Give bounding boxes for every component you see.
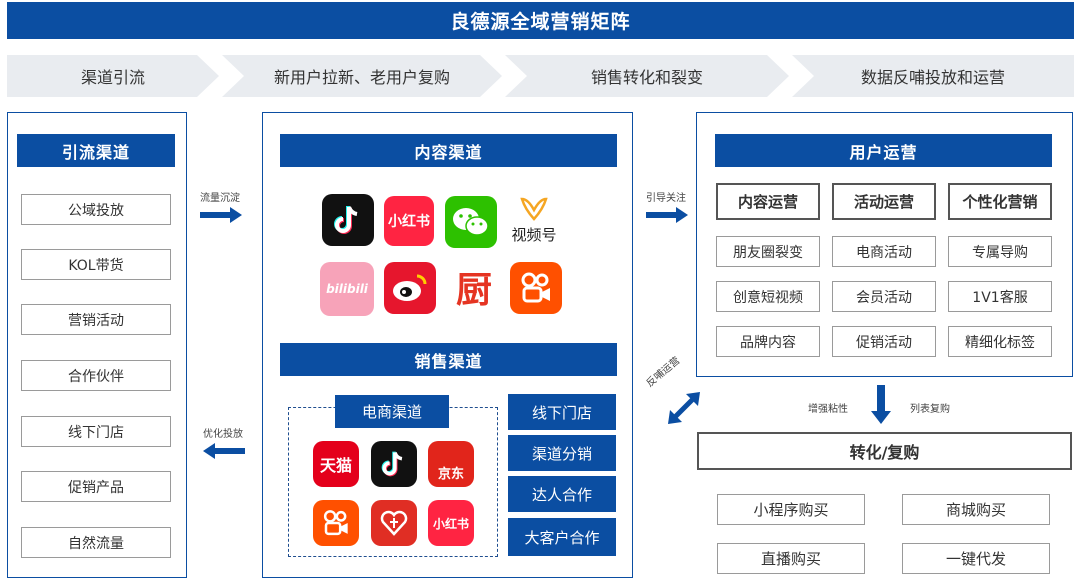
ops-item: 朋友圈裂变: [716, 236, 820, 267]
weibo-icon: [384, 262, 436, 314]
ops-item: 创意短视频: [716, 281, 820, 312]
traffic-item: 促销产品: [21, 471, 171, 502]
stage-channel-traffic: 渠道引流: [7, 55, 219, 97]
stage-user-acquisition: 新用户拉新、老用户复购: [222, 55, 502, 97]
sales-item: 大客户合作: [508, 518, 616, 556]
wechat-icon: [445, 196, 497, 248]
ops-item: 会员活动: [832, 281, 936, 312]
ops-column-title: 内容运营: [716, 183, 820, 220]
traffic-item: 线下门店: [21, 416, 171, 447]
guide-follow-label: 引导关注: [646, 193, 686, 204]
traffic-channel-header: 引流渠道: [17, 134, 175, 167]
xiaohongshu-icon: 小红书: [428, 500, 474, 546]
jd-icon: 京东: [428, 441, 474, 487]
user-ops-header: 用户运营: [715, 134, 1052, 167]
optimize-label: 优化投放: [203, 429, 243, 440]
ops-column-title: 个性化营销: [948, 183, 1052, 220]
flow-settle-label: 流量沉淀: [200, 193, 240, 204]
ecommerce-label: 电商渠道: [335, 395, 449, 428]
douyin-icon: [371, 441, 417, 487]
kuaishou-icon: [510, 262, 562, 314]
traffic-item: 合作伙伴: [21, 360, 171, 391]
ops-item: 精细化标签: [948, 326, 1052, 357]
xiaohongshu-icon: 小红书: [384, 196, 434, 246]
conversion-item: 一键代发: [902, 543, 1050, 574]
shipinhao-icon: 视频号: [505, 196, 563, 250]
arrow-down-icon: [871, 385, 891, 424]
sales-item: 渠道分销: [508, 435, 616, 471]
sales-item: 线下门店: [508, 394, 616, 430]
traffic-channel-panel: [7, 112, 187, 578]
conversion-item: 商城购买: [902, 494, 1050, 525]
ops-item: 电商活动: [832, 236, 936, 267]
stage-data-feedback: 数据反哺投放和运营: [792, 55, 1074, 97]
stage-sales-conversion: 销售转化和裂变: [505, 55, 789, 97]
traffic-item: 公域投放: [21, 194, 171, 225]
kuaishou-icon: [313, 500, 359, 546]
ops-item: 专属导购: [948, 236, 1052, 267]
feedback-label: 反哺运营: [644, 355, 683, 390]
pinduoduo-icon: [371, 500, 417, 546]
traffic-item: 营销活动: [21, 304, 171, 335]
ops-item: 1V1客服: [948, 281, 1052, 312]
tmall-icon: 天猫: [313, 441, 359, 487]
conversion-item: 直播购买: [717, 543, 865, 574]
traffic-item: 自然流量: [21, 527, 171, 558]
traffic-item: KOL带货: [21, 249, 171, 280]
xiachufang-icon: 厨: [455, 270, 492, 311]
enhance-label: 增强粘性: [808, 404, 848, 415]
arrow-left-icon: [203, 443, 245, 459]
bilibili-icon: bilibili: [320, 262, 374, 316]
ops-item: 品牌内容: [716, 326, 820, 357]
content-channel-header: 内容渠道: [280, 134, 617, 167]
arrow-right-icon: [646, 207, 688, 223]
shipinhao-label: 视频号: [511, 226, 557, 244]
main-title: 良德源全域营销矩阵: [7, 2, 1074, 39]
conversion-title: 转化/复购: [697, 432, 1072, 470]
repurchase-label: 列表复购: [910, 404, 950, 415]
diagonal-double-arrow-icon: [668, 392, 700, 424]
arrow-right-icon: [200, 207, 242, 223]
ops-item: 促销活动: [832, 326, 936, 357]
ops-column-title: 活动运营: [832, 183, 936, 220]
sales-item: 达人合作: [508, 476, 616, 512]
sales-channel-header: 销售渠道: [280, 343, 617, 376]
douyin-icon: [322, 194, 374, 246]
conversion-item: 小程序购买: [717, 494, 865, 525]
